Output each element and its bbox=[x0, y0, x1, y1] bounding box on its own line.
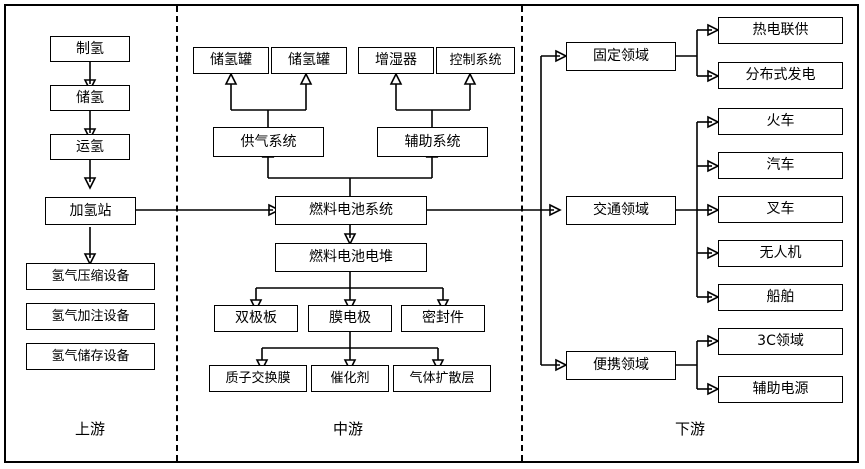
node-hydrogen-production[interactable]: 制氢 bbox=[50, 36, 130, 62]
node-catalyst[interactable]: 催化剂 bbox=[311, 365, 389, 392]
node-hydrogen-transport[interactable]: 运氢 bbox=[50, 134, 130, 160]
node-gas-diffusion-layer[interactable]: 气体扩散层 bbox=[393, 365, 491, 392]
node-hydrogen-dispensing-equipment[interactable]: 氢气加注设备 bbox=[26, 303, 155, 330]
node-3c-field[interactable]: 3C领域 bbox=[718, 328, 843, 355]
node-ship[interactable]: 船舶 bbox=[718, 284, 843, 311]
node-stationary-field[interactable]: 固定领域 bbox=[566, 42, 676, 71]
node-sealing-part[interactable]: 密封件 bbox=[401, 305, 485, 332]
node-proton-exchange-membrane[interactable]: 质子交换膜 bbox=[209, 365, 307, 392]
node-hydrogen-refueling-station[interactable]: 加氢站 bbox=[45, 197, 136, 225]
node-hydrogen-storage-equipment[interactable]: 氢气储存设备 bbox=[26, 343, 155, 370]
zone-label-upstream: 上游 bbox=[74, 420, 105, 438]
node-hydrogen-storage[interactable]: 储氢 bbox=[50, 85, 130, 111]
outer-frame bbox=[4, 4, 859, 463]
node-fuel-cell-stack[interactable]: 燃料电池电堆 bbox=[275, 243, 427, 272]
zone-label-downstream: 下游 bbox=[674, 420, 705, 438]
node-distributed-power-generation[interactable]: 分布式发电 bbox=[718, 62, 843, 89]
node-combined-heat-power[interactable]: 热电联供 bbox=[718, 17, 843, 44]
node-fuel-cell-system[interactable]: 燃料电池系统 bbox=[275, 196, 427, 225]
node-portable-field[interactable]: 便携领域 bbox=[566, 351, 676, 380]
node-humidifier[interactable]: 增湿器 bbox=[358, 47, 434, 74]
zone-divider-midstream-downstream bbox=[521, 6, 523, 461]
node-bipolar-plate[interactable]: 双极板 bbox=[214, 305, 298, 332]
node-hydrogen-compression-equipment[interactable]: 氢气压缩设备 bbox=[26, 263, 155, 290]
node-drone[interactable]: 无人机 bbox=[718, 240, 843, 267]
node-hydrogen-tank-1[interactable]: 储氢罐 bbox=[193, 47, 269, 74]
node-membrane-electrode[interactable]: 膜电极 bbox=[308, 305, 392, 332]
node-gas-supply-system[interactable]: 供气系统 bbox=[213, 127, 324, 157]
node-transportation-field[interactable]: 交通领域 bbox=[566, 196, 676, 225]
node-hydrogen-tank-2[interactable]: 储氢罐 bbox=[271, 47, 347, 74]
node-control-system[interactable]: 控制系统 bbox=[436, 47, 515, 74]
node-train[interactable]: 火车 bbox=[718, 108, 843, 135]
zone-label-midstream: 中游 bbox=[332, 420, 363, 438]
node-car[interactable]: 汽车 bbox=[718, 152, 843, 179]
node-auxiliary-system[interactable]: 辅助系统 bbox=[377, 127, 488, 157]
zone-divider-upstream-midstream bbox=[176, 6, 178, 461]
node-auxiliary-power[interactable]: 辅助电源 bbox=[718, 376, 843, 403]
node-forklift[interactable]: 叉车 bbox=[718, 196, 843, 223]
